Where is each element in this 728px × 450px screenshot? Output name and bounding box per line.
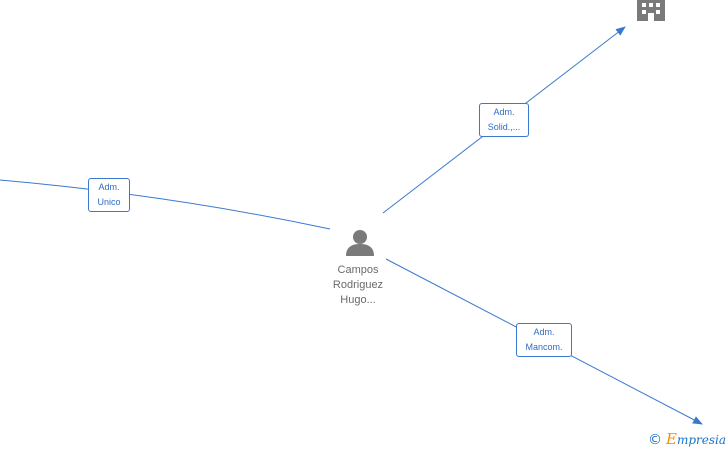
edge-adm-unico <box>0 179 331 230</box>
person-name-line: Campos <box>337 264 379 276</box>
person-name-line: Hugo... <box>340 294 376 306</box>
edge-label-adm-mancom[interactable]: Adm. Mancom. <box>516 323 572 357</box>
edge-label-line: Unico <box>97 197 121 207</box>
edge-label-line: Mancom. <box>525 342 563 352</box>
person-name-line: Rodriguez <box>332 279 384 291</box>
person-icon[interactable] <box>346 230 374 256</box>
edge-label-adm-solid[interactable]: Adm. Solid.,... <box>479 103 529 137</box>
edge-label-line: Adm. <box>493 107 515 117</box>
edge-label-line: Solid.,... <box>487 122 521 132</box>
copyright-icon: © <box>647 432 662 448</box>
copyright-brand: ©Empresia <box>648 430 726 448</box>
brand-logo-text: mpresia <box>676 433 726 447</box>
building-icon[interactable] <box>637 0 665 21</box>
brand-logo-initial: E <box>665 430 677 448</box>
edge-label-line: Adm. <box>533 327 555 337</box>
edge-label-line: Adm. <box>98 182 120 192</box>
person-name-label[interactable]: Campos Rodriguez Hugo... <box>318 263 398 308</box>
edge-label-adm-unico[interactable]: Adm. Unico <box>88 178 130 212</box>
